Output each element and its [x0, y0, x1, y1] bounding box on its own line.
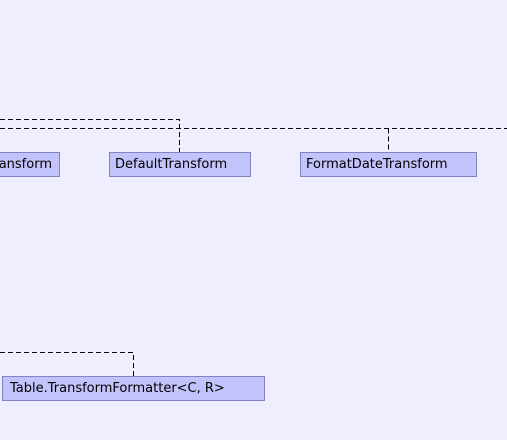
class-label: Table.TransformFormatter<C, R> — [10, 381, 225, 396]
class-box-transform-formatter[interactable]: Table.TransformFormatter<C, R> — [2, 376, 265, 401]
class-box-default-transform[interactable]: DefaultTransform — [109, 152, 251, 177]
edge-default-transform — [0, 119, 180, 152]
edge-format-date-transform — [0, 128, 507, 152]
class-label: DefaultTransform — [115, 157, 228, 172]
class-box-format-date-transform[interactable]: FormatDateTransform — [300, 152, 477, 177]
class-box-transform-clipped[interactable]: Transform — [0, 152, 60, 177]
edge-transform-formatter — [0, 352, 134, 376]
class-label: Transform — [0, 157, 52, 172]
class-label: FormatDateTransform — [306, 157, 448, 172]
